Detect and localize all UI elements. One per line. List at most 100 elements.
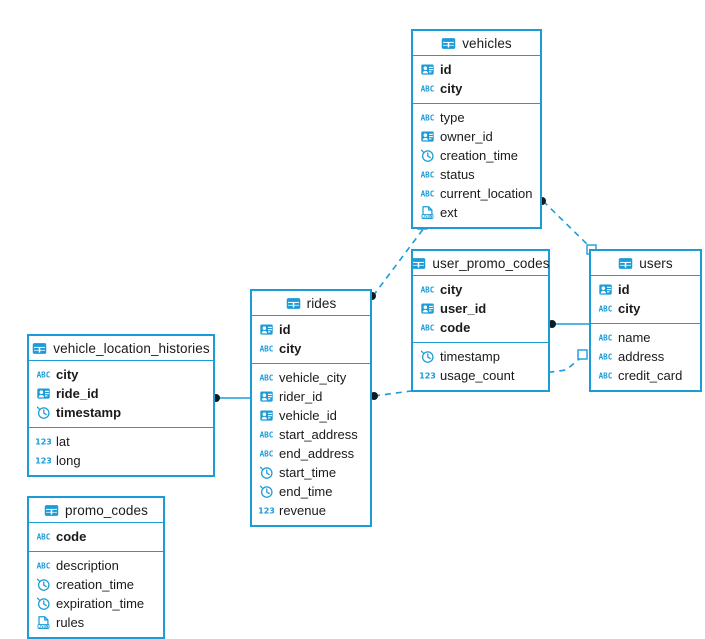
abc-string-type-icon: ABC xyxy=(421,190,435,199)
field-name: city xyxy=(618,301,641,316)
edge-user_promo_codes-users[interactable] xyxy=(548,320,589,328)
field-row[interactable]: ABC city xyxy=(252,339,370,358)
entity-table-user_promo_codes[interactable]: user_promo_codes ABC city user_id ABC co… xyxy=(411,249,550,392)
field-row[interactable]: creation_time xyxy=(29,575,163,594)
svg-text:ABC: ABC xyxy=(421,324,435,333)
field-row[interactable]: 123 lat xyxy=(29,432,213,451)
abc-string-type-icon: ABC xyxy=(421,324,435,333)
field-name: city xyxy=(440,282,463,297)
clock-timestamp-type-icon xyxy=(259,466,273,479)
field-row[interactable]: timestamp xyxy=(29,403,213,422)
table-name: vehicle_location_histories xyxy=(53,340,210,356)
id-card-uuid-type-icon xyxy=(421,303,434,314)
abc-string-type-icon: ABC xyxy=(37,562,51,571)
field-row[interactable]: vehicle_id xyxy=(252,406,370,425)
field-row[interactable]: ABC description xyxy=(29,556,163,575)
svg-text:ABC: ABC xyxy=(421,85,435,94)
field-row[interactable]: JSON rules xyxy=(29,613,163,632)
table-header[interactable]: promo_codes xyxy=(29,498,163,523)
field-row[interactable]: timestamp xyxy=(413,347,548,366)
field-row[interactable]: ABC start_address xyxy=(252,425,370,444)
svg-text:ABC: ABC xyxy=(599,353,613,362)
entity-table-rides[interactable]: rides id ABC city ABC vehicle_city xyxy=(250,289,372,527)
json-document-type-icon: JSON xyxy=(421,206,434,219)
field-row[interactable]: ABC current_location xyxy=(413,184,540,203)
entity-table-vehicles[interactable]: vehicles id ABC city ABC type xyxy=(411,29,542,229)
field-row[interactable]: ABC credit_card xyxy=(591,366,700,385)
field-row[interactable]: ABC address xyxy=(591,347,700,366)
abc-string-type-icon: ABC xyxy=(260,431,274,440)
entity-table-vehicle_location_histories[interactable]: vehicle_location_histories ABC city ride… xyxy=(27,334,215,477)
field-row[interactable]: ABC status xyxy=(413,165,540,184)
primary-key-section: id ABC city xyxy=(252,316,370,364)
field-row[interactable]: id xyxy=(591,280,700,299)
field-row[interactable]: start_time xyxy=(252,463,370,482)
field-row[interactable]: 123 revenue xyxy=(252,501,370,520)
table-icon xyxy=(286,297,300,309)
abc-string-type-icon: ABC xyxy=(599,305,613,314)
clock-timestamp-type-icon xyxy=(36,578,50,591)
table-header[interactable]: vehicle_location_histories xyxy=(29,336,213,361)
field-name: address xyxy=(618,349,665,364)
edge-vehicle_location_histories-rides[interactable] xyxy=(212,394,250,402)
svg-text:ABC: ABC xyxy=(37,562,51,571)
field-row[interactable]: 123 usage_count xyxy=(413,366,548,385)
field-name: lat xyxy=(56,434,70,449)
field-name: city xyxy=(440,81,463,96)
table-header[interactable]: users xyxy=(591,251,700,276)
field-row[interactable]: end_time xyxy=(252,482,370,501)
field-row[interactable]: ride_id xyxy=(29,384,213,403)
field-name: current_location xyxy=(440,186,533,201)
entity-table-users[interactable]: users id ABC city ABC name xyxy=(589,249,702,392)
field-row[interactable]: ABC city xyxy=(413,79,540,98)
abc-string-type-icon: ABC xyxy=(421,114,435,123)
id-card-uuid-type-icon xyxy=(260,410,273,421)
field-name: usage_count xyxy=(440,368,515,383)
edge-vehicles-users[interactable] xyxy=(538,197,597,255)
field-row[interactable]: 123 long xyxy=(29,451,213,470)
field-row[interactable]: ABC code xyxy=(413,318,548,337)
table-header[interactable]: vehicles xyxy=(413,31,540,56)
svg-text:ABC: ABC xyxy=(37,533,51,542)
svg-text:ABC: ABC xyxy=(421,190,435,199)
field-row[interactable]: ABC type xyxy=(413,108,540,127)
field-name: start_address xyxy=(279,427,358,442)
id-card-uuid-type-icon xyxy=(599,284,612,295)
field-name: rider_id xyxy=(279,389,323,404)
field-row[interactable]: user_id xyxy=(413,299,548,318)
primary-key-section: ABC city ride_id timestamp xyxy=(29,361,213,428)
field-row[interactable]: creation_time xyxy=(413,146,540,165)
field-row[interactable]: JSON ext xyxy=(413,203,540,222)
field-row[interactable]: ABC end_address xyxy=(252,444,370,463)
abc-string-type-icon: ABC xyxy=(37,533,51,542)
table-header[interactable]: rides xyxy=(252,291,370,316)
field-name: owner_id xyxy=(440,129,493,144)
table-header[interactable]: user_promo_codes xyxy=(412,251,550,276)
field-row[interactable]: owner_id xyxy=(413,127,540,146)
primary-key-section: id ABC city xyxy=(591,276,700,324)
field-row[interactable]: ABC vehicle_city xyxy=(252,368,370,387)
table-name: user_promo_codes xyxy=(432,255,550,271)
123-number-type-icon: 123 xyxy=(259,507,274,516)
entity-table-promo_codes[interactable]: promo_codes ABC code ABC description cre… xyxy=(27,496,165,639)
field-row[interactable]: ABC name xyxy=(591,328,700,347)
field-name: end_address xyxy=(279,446,355,461)
field-row[interactable]: id xyxy=(252,320,370,339)
field-row[interactable]: expiration_time xyxy=(29,594,163,613)
field-row[interactable]: ABC city xyxy=(591,299,700,318)
id-card-uuid-type-icon xyxy=(37,388,50,399)
table-icon xyxy=(618,257,633,269)
svg-text:ABC: ABC xyxy=(260,450,274,459)
field-row[interactable]: rider_id xyxy=(252,387,370,406)
field-row[interactable]: ABC city xyxy=(29,365,213,384)
svg-text:ABC: ABC xyxy=(421,114,435,123)
field-name: id xyxy=(440,62,452,77)
svg-text:ABC: ABC xyxy=(421,286,435,295)
id-card-uuid-type-icon xyxy=(260,324,273,335)
clock-timestamp-type-icon xyxy=(36,597,50,610)
field-row[interactable]: ABC city xyxy=(413,280,548,299)
field-row[interactable]: ABC code xyxy=(29,527,163,546)
field-row[interactable]: id xyxy=(413,60,540,79)
field-name: id xyxy=(618,282,630,297)
abc-string-type-icon: ABC xyxy=(599,372,613,381)
